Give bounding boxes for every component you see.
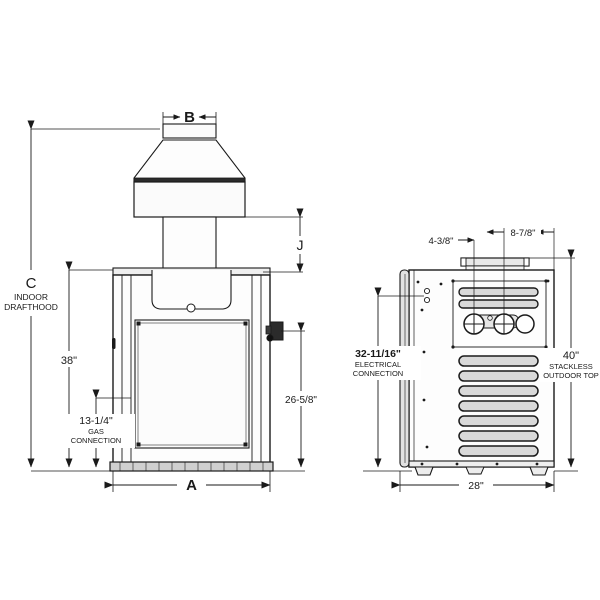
electrical-knockout-lower (423, 296, 431, 304)
louver-lower-6 (458, 430, 539, 442)
dim-26-5-8-label-mask (278, 391, 324, 406)
dim-13-1-4-label: 13-1/4" (79, 415, 113, 427)
dim-C-label: C (26, 275, 37, 292)
dim-38-label-mask (50, 351, 88, 367)
gas-valve-port (266, 334, 274, 342)
side-bottom-rail (408, 460, 555, 468)
drafthood-top-collar (162, 123, 217, 139)
bottom-rail-stud-4 (535, 462, 539, 466)
collector-recess (151, 270, 232, 310)
dim-13-1-4-sublabel-1: GAS (88, 427, 104, 436)
dim-13-1-4-label-mask (57, 414, 135, 448)
top-cap-end-left (460, 257, 467, 267)
gas-connection-fitting (265, 321, 284, 342)
bottom-rail-stud-2 (455, 462, 459, 466)
port-cluster-stud (487, 315, 493, 321)
louver-lower-4 (458, 400, 539, 412)
dim-40-sublabel-2: OUTDOOR TOP (543, 371, 599, 380)
dim-40-label: 40" (563, 350, 579, 362)
drafthood-assembly (133, 123, 246, 273)
side-panel-fasteners (416, 279, 550, 449)
heater-cabinet-front (109, 267, 284, 472)
dimension-28: 28" (391, 471, 555, 493)
dim-J-label: J (297, 237, 304, 253)
dim-26-5-8-label: 26-5/8" (285, 395, 317, 406)
dim-32-11-16-label-mask (336, 346, 421, 380)
panel-corner-tl (451, 279, 455, 283)
louver-upper-2 (458, 299, 539, 309)
louver-lower-2 (458, 370, 539, 382)
base-hatch-ticks (119, 462, 264, 471)
dim-B-label: B (184, 109, 195, 126)
access-door-panel (134, 319, 250, 449)
dim-C-sublabel-2: DRAFTHOOD (4, 302, 58, 312)
cabinet-left-latch (112, 338, 116, 349)
louver-lower-3 (458, 385, 539, 397)
dimension-40-stackless-outdoor-top: 40" STACKLESS OUTDOOR TOP (529, 249, 600, 472)
louver-lower-1 (458, 355, 539, 367)
dim-C-label-mask (3, 270, 61, 316)
gas-valve-neck (265, 325, 272, 335)
dim-8-7-8-label-mask (505, 224, 541, 239)
control-panel-frame (452, 280, 547, 348)
cabinet-base-skid (109, 461, 274, 472)
dim-4-3-8-label: 4-3/8" (428, 236, 453, 247)
dim-A-label-mask (177, 476, 206, 494)
dim-J-label-mask (291, 236, 309, 254)
dim-38-label: 38" (61, 355, 77, 367)
stackless-outdoor-top-cap (460, 257, 530, 271)
door-screw-top-right (243, 321, 248, 326)
door-screw-bottom-right (243, 442, 248, 447)
top-cap-end-right (523, 257, 530, 267)
louver-bank-upper (458, 287, 539, 309)
dim-40-label-mask (540, 348, 600, 382)
dim-32-11-16-sublabel-1: ELECTRICAL (355, 360, 401, 369)
dimension-8-7-8: 8-7/8" (486, 224, 555, 318)
dim-40-sublabel-1: STACKLESS (549, 362, 593, 371)
dimension-4-3-8: 4-3/8" (424, 232, 475, 318)
right-view-group: 4-3/8" 8-7/8" 32-11/16" ELECTRICAL CONNE… (336, 224, 600, 493)
dim-4-3-8-label-mask (424, 232, 458, 247)
dimension-32-11-16-electrical-connection: 32-11/16" ELECTRICAL CONNECTION (336, 287, 424, 472)
bottom-rail-stud-1 (420, 462, 424, 466)
dim-32-11-16-label: 32-11/16" (355, 348, 401, 360)
top-cap-plate (460, 257, 530, 267)
door-screw-bottom-left (136, 442, 141, 447)
bottom-rail-stud-3 (495, 462, 499, 466)
panel-corner-br (544, 345, 548, 349)
dim-8-7-8-label: 8-7/8" (510, 228, 535, 239)
louver-upper-1 (458, 287, 539, 297)
collector-knob (186, 303, 196, 313)
dimension-A: A (104, 471, 271, 494)
port-3 (515, 314, 535, 334)
panel-corner-tr (544, 279, 548, 283)
foot-middle (465, 466, 485, 475)
dimension-J: J (245, 208, 309, 273)
dimension-C-indoor-drafthood: C INDOOR DRAFTHOOD (3, 120, 160, 472)
port-cluster (463, 313, 535, 335)
heater-cabinet-side (399, 269, 555, 476)
foot-right (529, 466, 549, 476)
left-view-group: B C INDOOR DRAFTHOOD 38" 13-1/4" GAS CON (3, 109, 324, 494)
door-screw-top-left (136, 321, 141, 326)
dimension-26-5-8: 26-5/8" (273, 322, 324, 472)
dim-13-1-4-sublabel-2: CONNECTION (71, 436, 121, 445)
flue-pipe (162, 216, 217, 273)
louver-bank-lower (458, 355, 539, 457)
electrical-knockout-upper (423, 287, 431, 295)
dim-32-11-16-sublabel-2: CONNECTION (353, 369, 403, 378)
dim-C-sublabel-1: INDOOR (14, 292, 48, 302)
louver-lower-5 (458, 415, 539, 427)
louver-lower-7 (458, 445, 539, 457)
dim-A-label: A (186, 477, 197, 494)
dimension-13-1-4-gas-connection: 13-1/4" GAS CONNECTION (57, 389, 135, 468)
dimension-B: B (162, 109, 217, 134)
dim-28-label: 28" (468, 480, 484, 492)
foot-left (414, 466, 434, 476)
access-door-inner-line (137, 322, 247, 446)
drafthood-skirt (133, 181, 246, 218)
dim-28-label-mask (459, 477, 493, 493)
panel-corner-bl (451, 345, 455, 349)
